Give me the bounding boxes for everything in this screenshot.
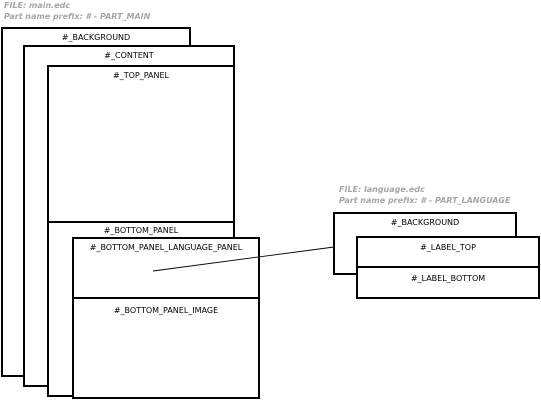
language-label-bottom-label: #_LABEL_BOTTOM [410,274,486,283]
language-background-label: #_BACKGROUND [390,218,460,227]
language-file-label: FILE: language.edc [339,185,425,194]
main-top-panel-part: #_TOP_PANEL [47,65,235,223]
main-bottom-panel-language-panel-label: #_BOTTOM_PANEL_LANGUAGE_PANEL [89,243,243,252]
main-bottom-panel-label: #_BOTTOM_PANEL [103,226,179,235]
main-file-label: FILE: main.edc [4,1,71,10]
language-label-top-label: #_LABEL_TOP [420,243,476,252]
language-label-top-part: #_LABEL_TOP [356,236,540,268]
main-background-label: #_BACKGROUND [61,33,131,42]
main-bottom-panel-image-label: #_BOTTOM_PANEL_IMAGE [113,306,219,315]
language-prefix-label: Part name prefix: # - PART_LANGUAGE [339,196,511,205]
language-label-bottom-part: #_LABEL_BOTTOM [356,266,540,299]
main-top-panel-label: #_TOP_PANEL [113,71,169,80]
main-bottom-panel-image-part: #_BOTTOM_PANEL_IMAGE [72,297,260,399]
main-prefix-label: Part name prefix: # - PART_MAIN [4,12,151,21]
main-content-label: #_CONTENT [104,51,154,60]
